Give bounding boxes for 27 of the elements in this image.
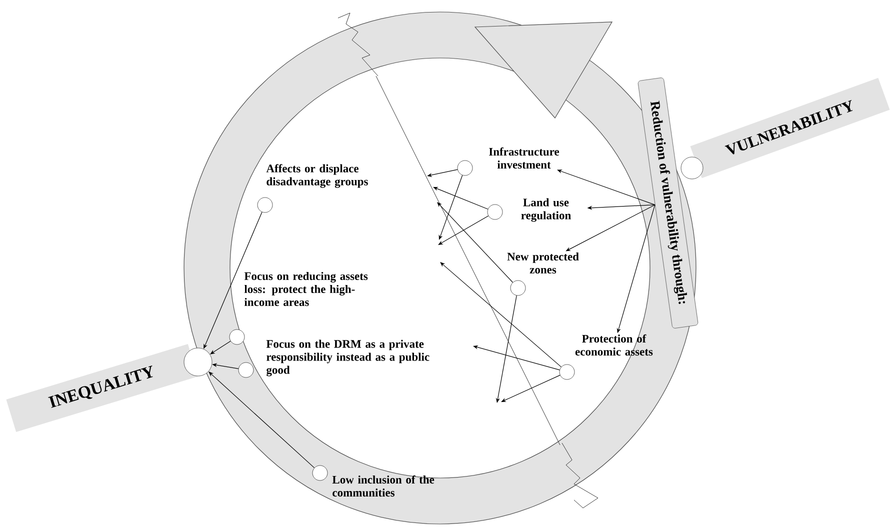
small-circle	[238, 362, 254, 378]
measure-text: Land use regulation	[521, 198, 571, 222]
arrow	[438, 174, 463, 240]
small-circle	[229, 329, 245, 345]
arrow	[437, 202, 514, 283]
arrow	[557, 170, 656, 206]
factor-text: Low inclusion of the communities	[332, 475, 434, 497]
small-circle	[457, 160, 473, 176]
small-circle	[487, 204, 503, 220]
factor-text: Focus on reducing assets loss: protect the high-income areas	[244, 272, 368, 306]
small-circle	[680, 156, 704, 180]
arrow	[208, 372, 315, 468]
small-circle	[312, 465, 328, 481]
arrow	[440, 262, 562, 368]
measure-text: Infrastructure investment	[489, 147, 560, 169]
small-circle	[510, 280, 526, 296]
factor-text: Affects or displace disadvantage groups	[266, 164, 368, 188]
title-band: Reduction of vulnerability through:	[638, 78, 698, 328]
measure-text: New protected zones	[507, 252, 579, 274]
arrow	[438, 216, 489, 245]
arrow	[433, 187, 488, 210]
measure-text: Protection of economic assets	[575, 334, 653, 356]
factor-text: Focus on the DRM as a private responsibility instead as a public good	[266, 340, 430, 376]
small-circle	[257, 197, 273, 213]
arrow	[501, 374, 560, 402]
small-circle	[559, 364, 575, 380]
junction-circle	[184, 348, 212, 376]
